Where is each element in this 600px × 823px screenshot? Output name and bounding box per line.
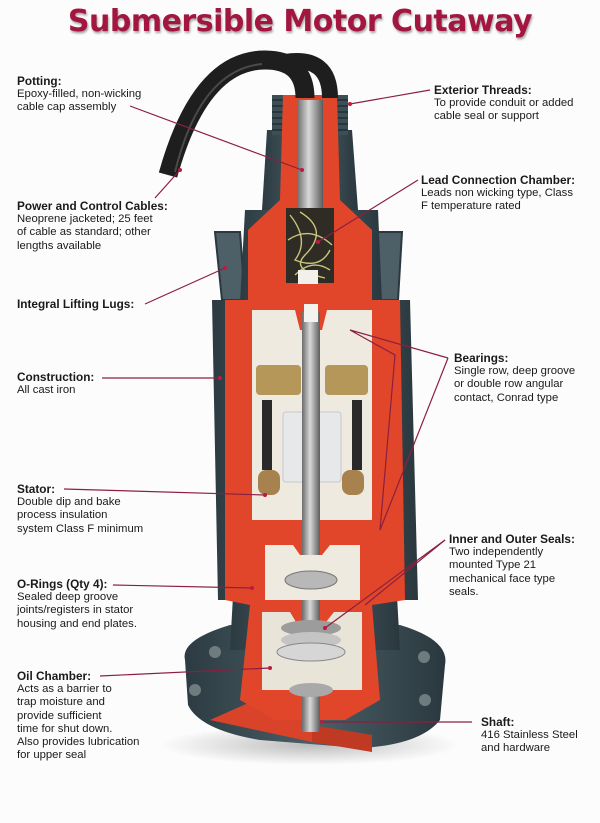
callout-construction: Construction: All cast iron <box>17 370 95 397</box>
seal-chamber <box>262 545 362 697</box>
leader-dots <box>178 102 352 724</box>
power-cables <box>158 50 338 178</box>
callout-heading: O-Rings (Qty 4): <box>17 577 108 591</box>
callout-o-rings: O-Rings (Qty 4): Sealed deep groove join… <box>17 577 137 631</box>
lifting-lug-left <box>213 231 247 301</box>
callout-heading: Integral Lifting Lugs: <box>17 297 135 311</box>
callout-description: To provide conduit or added cable seal o… <box>434 97 574 123</box>
callout-description: All cast iron <box>17 384 76 397</box>
callout-description: 416 Stainless Steel and hardware <box>481 729 578 755</box>
callout-seals: Inner and Outer Seals: Two independently… <box>449 532 575 599</box>
callout-heading: Shaft: <box>481 715 515 729</box>
callout-power-cables: Power and Control Cables: Neoprene jacke… <box>17 199 168 253</box>
callout-lifting-lugs: Integral Lifting Lugs: <box>17 297 135 311</box>
lead-connection-chamber <box>286 208 334 284</box>
upper-bearing <box>304 304 318 322</box>
callout-description: Acts as a barrier to trap moisture and p… <box>17 683 140 762</box>
leader-lines <box>63 89 472 723</box>
callout-oil-chamber: Oil Chamber: Acts as a barrier to trap m… <box>17 669 140 762</box>
callout-heading: Inner and Outer Seals: <box>449 532 575 546</box>
callout-description: Two independently mounted Type 21 mechan… <box>449 546 556 598</box>
callout-description: Sealed deep groove joints/registers in s… <box>17 591 137 630</box>
callout-heading: Bearings: <box>454 351 509 365</box>
callout-description: Epoxy-filled, non-wicking cable cap asse… <box>17 88 142 114</box>
callout-description: Single row, deep groove or double row an… <box>454 365 576 404</box>
callout-heading: Exterior Threads: <box>434 83 532 97</box>
diagram-title: Submersible Motor Cutaway <box>67 4 533 39</box>
callout-exterior-threads: Exterior Threads: To provide conduit or … <box>434 83 574 124</box>
callout-lead-connection-chamber: Lead Connection Chamber: Leads non wicki… <box>421 173 576 214</box>
callout-description: Leads non wicking type, Class F temperat… <box>421 187 573 213</box>
callout-bearings: Bearings: Single row, deep groove or dou… <box>454 351 576 405</box>
callout-heading: Stator: <box>17 482 56 496</box>
callout-stator: Stator: Double dip and bake process insu… <box>17 482 144 536</box>
stator-windings <box>256 365 368 495</box>
callout-heading: Potting: <box>17 74 62 88</box>
callout-heading: Oil Chamber: <box>17 669 92 683</box>
callout-shaft: Shaft: 416 Stainless Steel and hardware <box>481 715 578 756</box>
callout-heading: Construction: <box>17 370 95 384</box>
potting-column <box>297 100 323 208</box>
callout-potting: Potting: Epoxy-filled, non-wicking cable… <box>17 74 142 115</box>
callout-heading: Lead Connection Chamber: <box>421 173 576 187</box>
callout-description: Neoprene jacketed; 25 feet of cable as s… <box>17 213 153 252</box>
callout-heading: Power and Control Cables: <box>17 199 168 213</box>
callout-description: Double dip and bake process insulation s… <box>17 496 144 535</box>
